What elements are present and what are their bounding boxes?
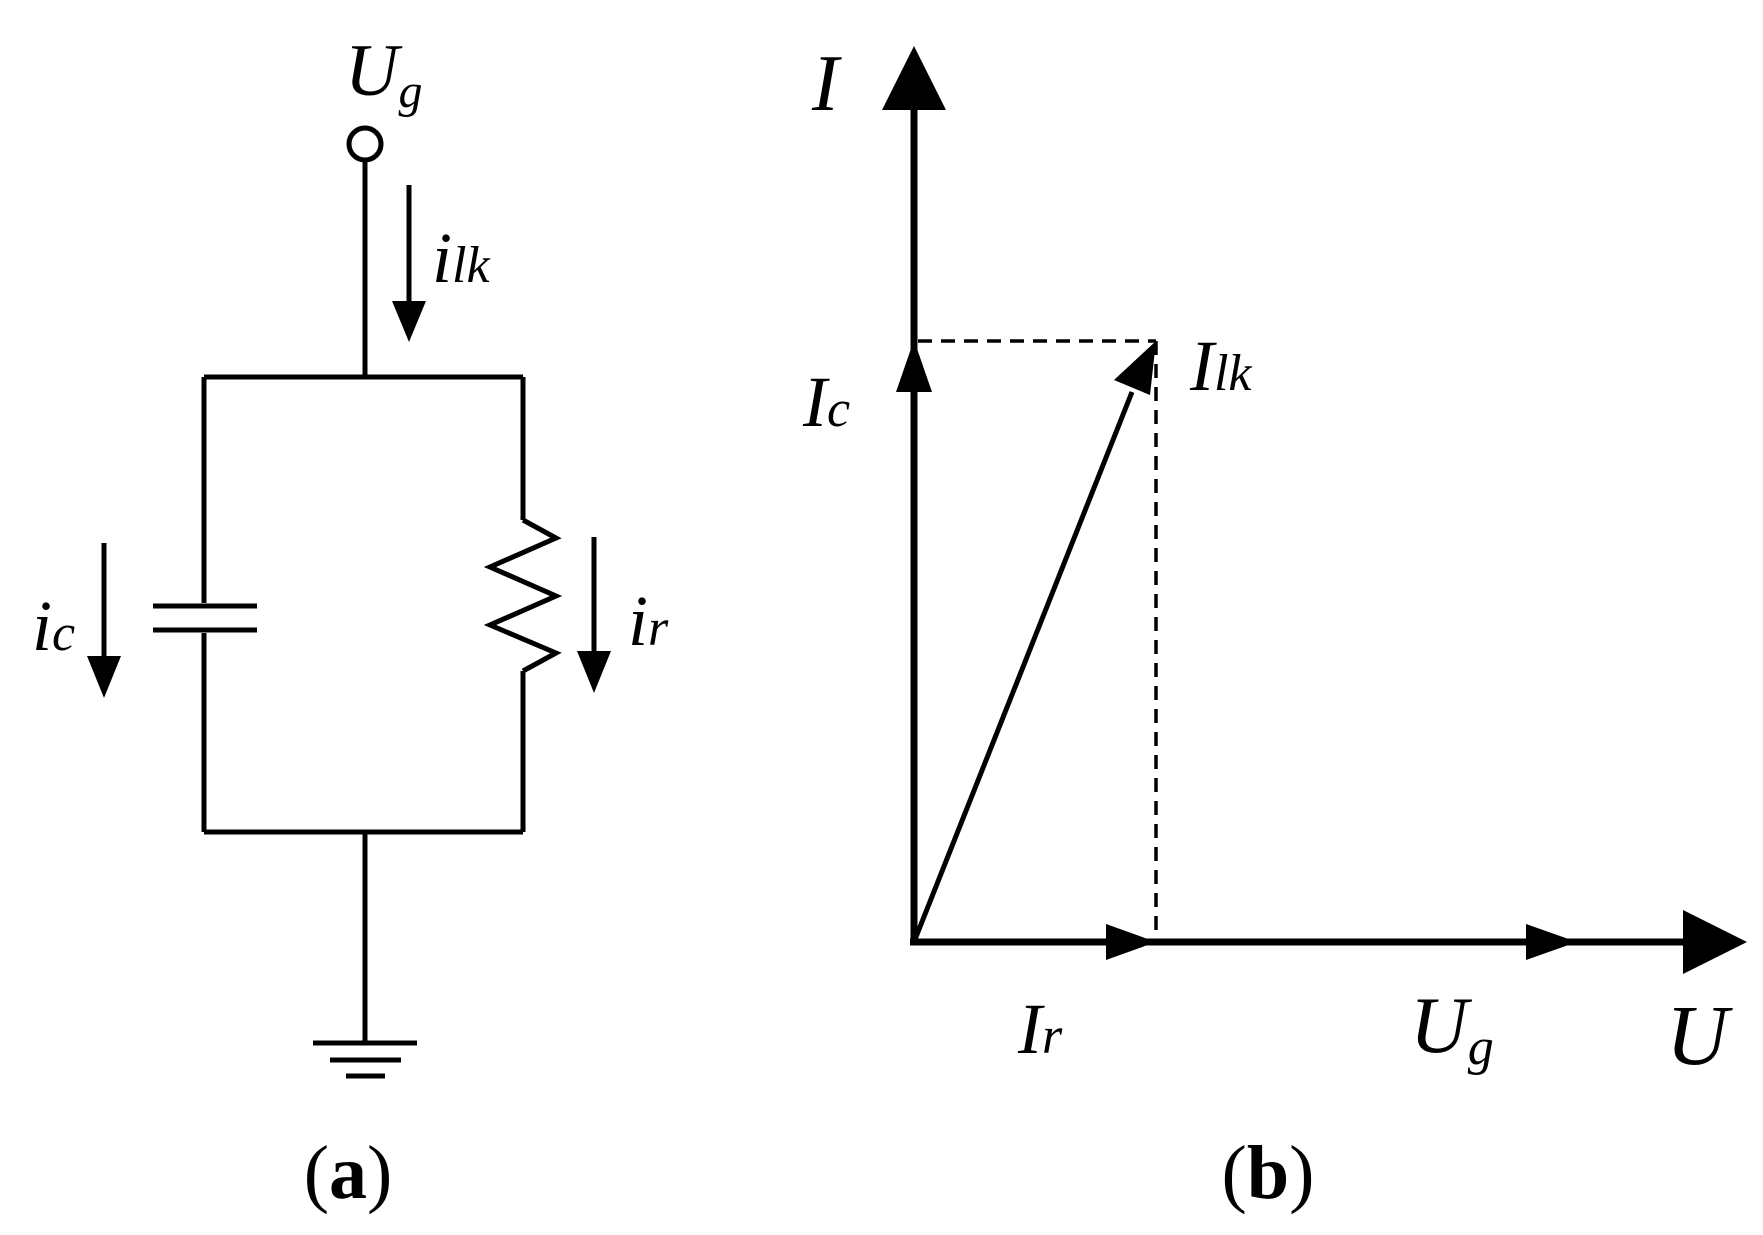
resistor-zigzag: [483, 517, 563, 674]
x-axis-label: U: [1666, 987, 1733, 1083]
voltage-phasor-label: Ug: [1410, 982, 1494, 1076]
resistor-current-label: ir: [628, 581, 669, 661]
panel-a-circuit: Ug: [32, 30, 669, 1215]
y-axis-label: I: [811, 40, 842, 128]
capacitive-current-label: Ic: [802, 362, 850, 442]
voltage-phasor-icon: [1526, 924, 1577, 960]
capacitor-current-label: ic: [32, 586, 75, 666]
resistor-current-arrow-icon: [577, 537, 611, 693]
x-axis-arrow-icon: [1683, 910, 1747, 974]
leakage-current-phasor-label: Ilk: [1189, 326, 1252, 406]
capacitor-branch: [153, 377, 257, 832]
leakage-current-arrow-icon: [392, 185, 426, 342]
terminal-voltage-label: Ug: [345, 30, 422, 118]
ground-icon: [313, 832, 417, 1079]
x-axis: [910, 910, 1747, 974]
capacitor-current-arrow-icon: [87, 543, 121, 698]
leakage-current-label: ilk: [432, 218, 490, 298]
voltage-terminal: [346, 125, 384, 163]
leakage-current-phasor-icon: [911, 341, 1156, 943]
panel-b-phasor-diagram: I U Ic Ilk Ir Ug: [802, 40, 1747, 1215]
resistor-branch: [483, 377, 563, 832]
panel-a-caption: (a): [304, 1131, 393, 1215]
capacitive-current-phasor-icon: [896, 340, 932, 392]
resistive-current-label: Ir: [1017, 989, 1063, 1069]
resistive-current-phasor-icon: [1106, 924, 1156, 960]
y-axis: [882, 46, 946, 945]
panel-b-caption: (b): [1222, 1131, 1315, 1215]
y-axis-arrow-icon: [882, 46, 946, 110]
